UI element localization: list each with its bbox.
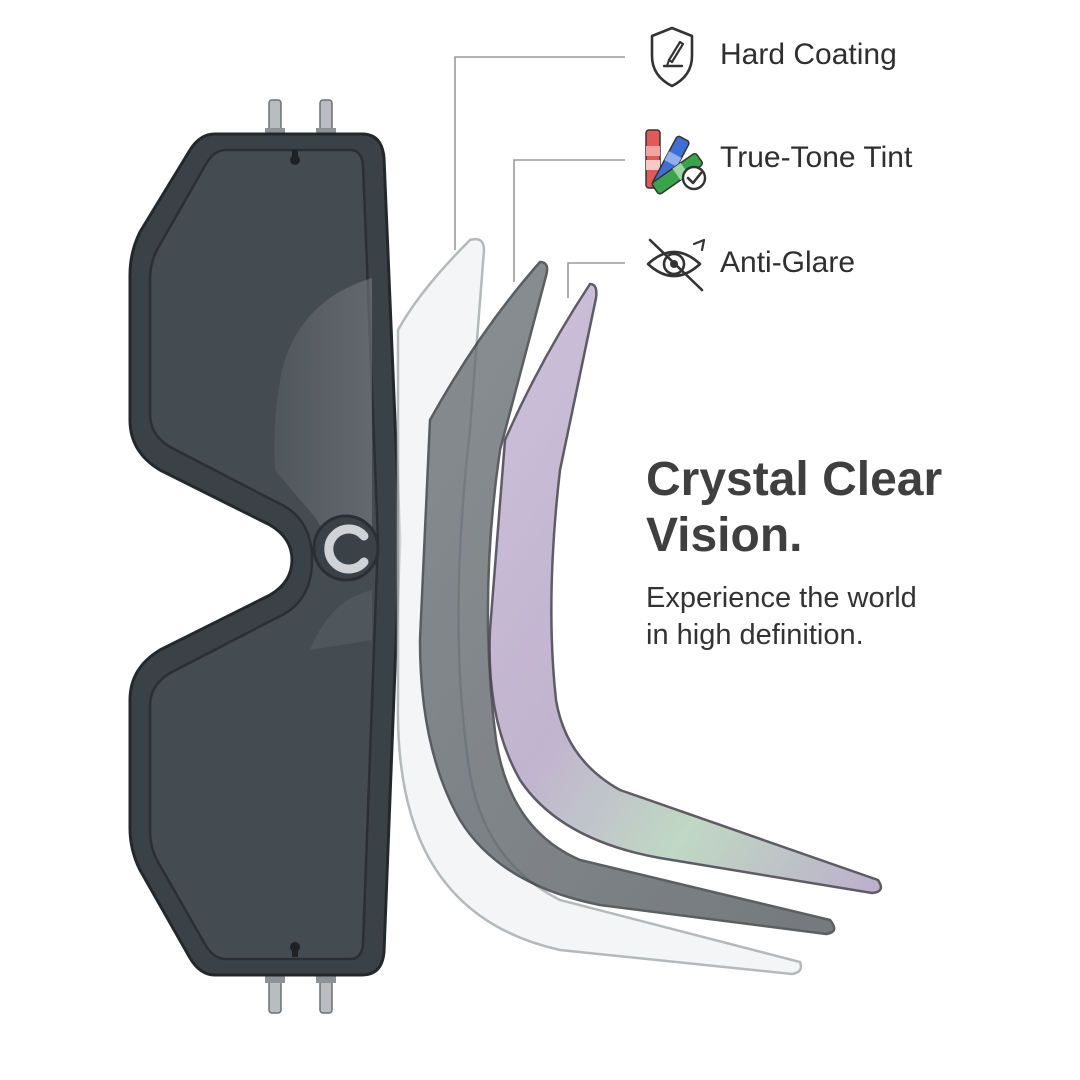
headline: Crystal Clear Vision. bbox=[646, 452, 1066, 564]
tagline-line-2: in high definition. bbox=[646, 619, 864, 651]
hinge-pins bbox=[265, 99, 336, 1014]
feature-label-anti-glare: Anti-Glare bbox=[720, 246, 856, 279]
lens-reflection bbox=[274, 278, 372, 560]
layer-anti-glare bbox=[488, 282, 883, 895]
feature-label-true-tone-tint: True-Tone Tint bbox=[720, 141, 913, 174]
leader-line-true-tone bbox=[513, 159, 625, 282]
shield-pen-icon bbox=[650, 26, 694, 88]
leader-line-anti-glare bbox=[567, 262, 625, 298]
leader-lines bbox=[454, 56, 625, 298]
layer-true-tone-tint bbox=[418, 260, 836, 936]
goggle-frame bbox=[128, 132, 402, 977]
bridge-logo-c bbox=[324, 524, 369, 574]
tagline-line-1: Experience the world bbox=[646, 582, 917, 614]
eye-crossed-icon bbox=[646, 238, 706, 292]
feature-label-hard-coating: Hard Coating bbox=[720, 38, 897, 71]
color-swatch-check-icon bbox=[645, 129, 707, 195]
headline-line-1: Crystal Clear bbox=[646, 453, 943, 506]
headline-line-2: Vision. bbox=[646, 509, 803, 562]
lens-layers bbox=[396, 237, 883, 976]
leader-line-hard-coating bbox=[454, 56, 625, 250]
tagline: Experience the world in high definition. bbox=[646, 580, 1066, 654]
